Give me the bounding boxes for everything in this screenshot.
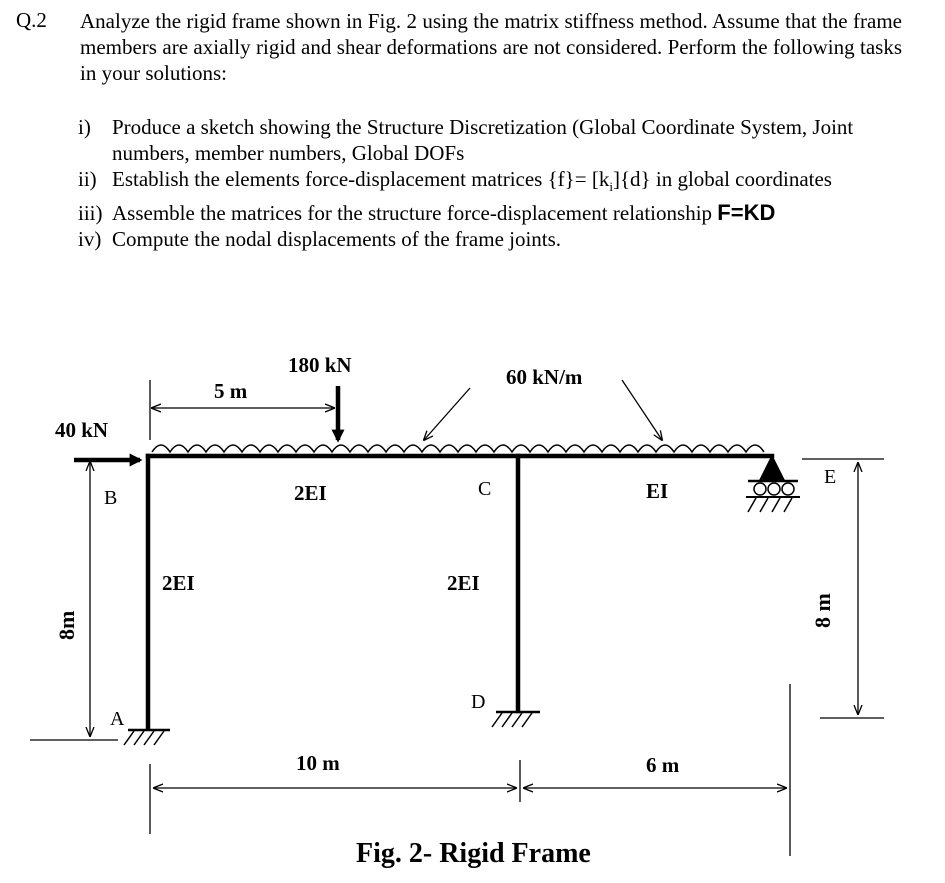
task-text: Assemble the matrices for the structure … — [112, 200, 918, 226]
joint-label-e: E — [824, 466, 836, 488]
task-text: Produce a sketch showing the Structure D… — [112, 115, 854, 165]
task-numeral: iv) — [78, 227, 102, 252]
question-number: Q.2 — [16, 8, 47, 32]
task-numeral: i) — [78, 115, 91, 139]
member-label-right-beam: EI — [646, 479, 668, 503]
distributed-load-pointer — [621, 379, 662, 440]
task-text-part: Assemble the matrices for the structure … — [112, 201, 718, 226]
joint-label-d: D — [471, 691, 485, 713]
fixed-support-a — [123, 728, 170, 746]
task-text-part: ]{d} in global coordinates — [612, 167, 832, 191]
distributed-load-pointer — [424, 387, 471, 440]
task-text-part: Establish the elements force-displacemen… — [112, 167, 610, 191]
task-item: iv) Compute the nodal displacements of t… — [78, 226, 918, 252]
task-text: Compute the nodal displacements of the f… — [112, 227, 562, 252]
dim-label-left-span: 10 m — [296, 751, 340, 775]
figure-caption: Fig. 2- Rigid Frame — [356, 838, 591, 869]
point-load-label: 180 kN — [288, 353, 352, 377]
member-label-left-beam: 2EI — [294, 481, 327, 505]
task-text: Establish the elements force-displacemen… — [112, 166, 918, 200]
task-list: i) Produce a sketch showing the Structur… — [78, 114, 918, 252]
roller-support-e — [746, 454, 800, 513]
task-numeral: iii) — [78, 201, 103, 226]
joint-label-a: A — [110, 708, 125, 730]
dim-label-right-height: 8 m — [810, 593, 835, 628]
task-item: ii) Establish the elements force-displac… — [78, 166, 918, 200]
fixed-support-d — [491, 710, 540, 728]
task-numeral: ii) — [78, 167, 97, 191]
dim-label-right-span: 6 m — [646, 753, 680, 777]
dim-label-load-offset: 5 m — [214, 379, 248, 403]
member-label-left-column: 2EI — [162, 571, 195, 595]
distributed-load-wave — [151, 444, 765, 454]
task-item: iii) Assemble the matrices for the struc… — [78, 200, 918, 226]
task-item: i) Produce a sketch showing the Structur… — [78, 114, 918, 166]
member-label-middle-column: 2EI — [447, 571, 480, 595]
joint-label-c: C — [478, 478, 491, 500]
joint-label-b: B — [104, 487, 117, 509]
frame-members — [145, 453, 775, 731]
question-intro: Analyze the rigid frame shown in Fig. 2 … — [80, 9, 902, 85]
task-subscript: i — [609, 179, 613, 195]
task-emphasis: F=KD — [717, 200, 776, 226]
dim-label-left-height: 8m — [54, 611, 79, 640]
lateral-load-label: 40 kN — [55, 418, 108, 442]
distributed-load-label: 60 kN/m — [506, 365, 583, 389]
